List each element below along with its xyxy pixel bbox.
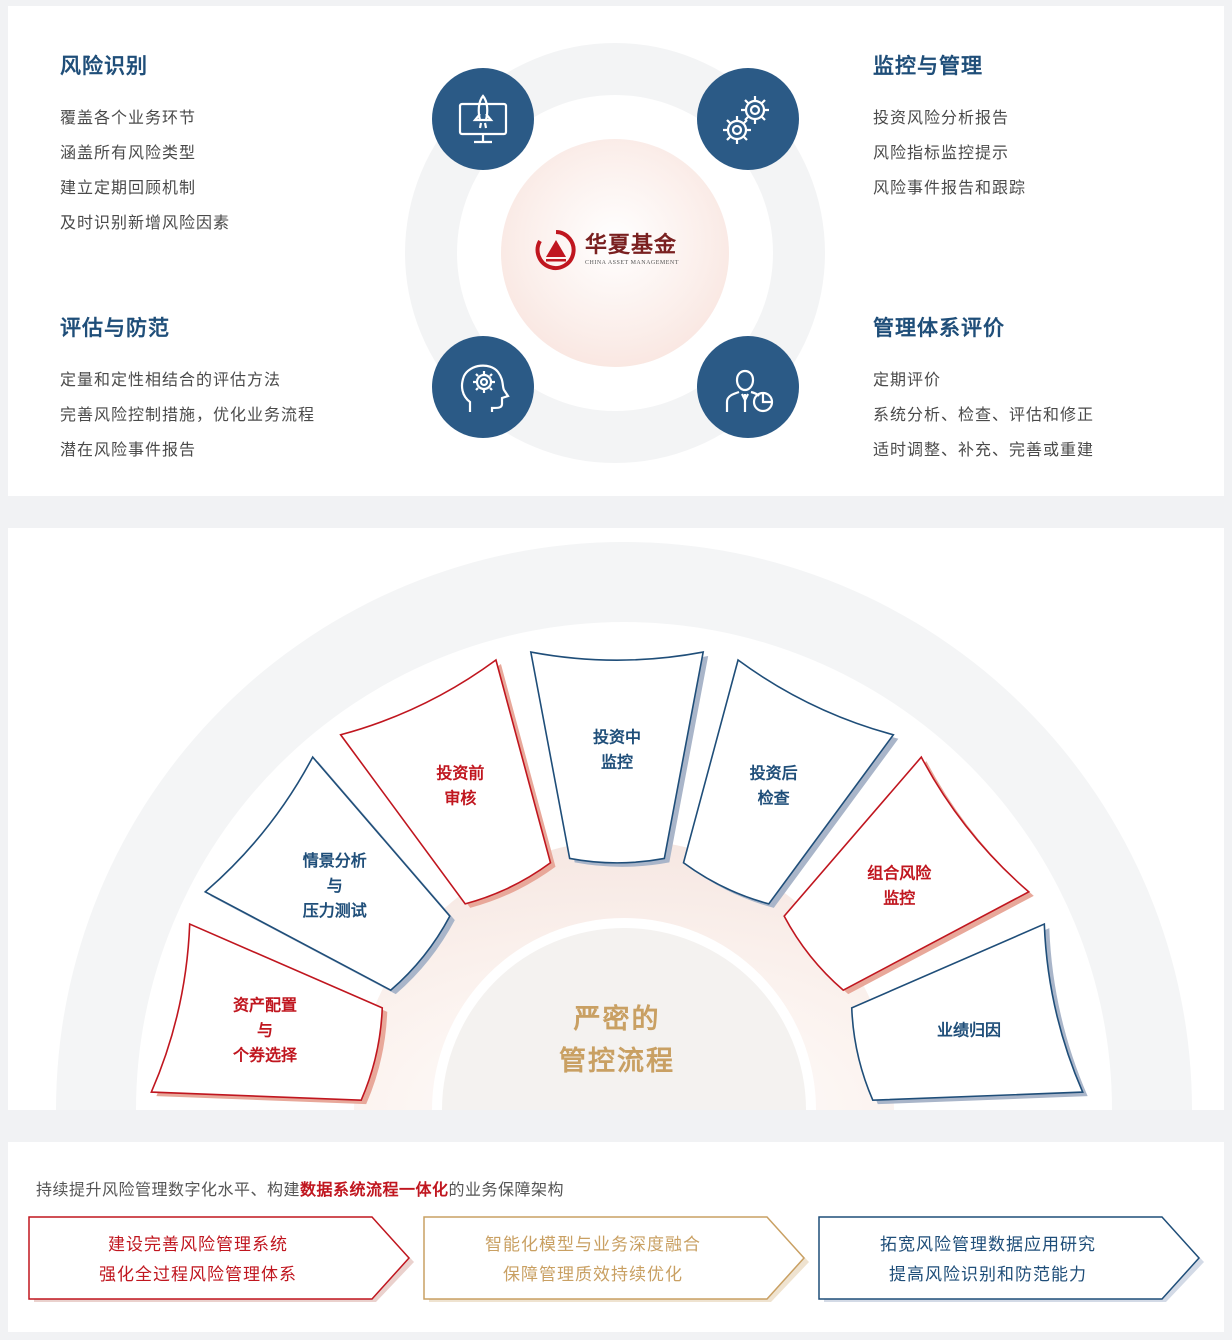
center-inner-fill [442,928,806,1110]
process-segment-label: 监控 [883,888,915,907]
assessment-prevention-block: 评估与防范 定量和定性相结合的评估方法 完善风险控制措施，优化业务流程 潜在风险… [60,312,315,467]
process-segment-label: 投资前 [436,763,484,782]
process-segment-label: 投资中 [593,728,641,747]
arrow-card-system: 建设完善风险管理系统 强化全过程风险管理体系 [28,1216,428,1306]
process-segment-label: 审核 [444,788,476,807]
process-segment [850,922,1084,1101]
process-segment [682,658,895,905]
risk-cycle-panel: 风险识别 覆盖各个业务环节 涵盖所有风险类型 建立定期回顾机制 及时识别新增风险… [8,6,1224,496]
list-item: 完善风险控制措施，优化业务流程 [60,405,316,424]
list-item: 适时调整、补充、完善或重建 [873,440,1095,459]
list-item: 涵盖所有风险类型 [60,143,197,162]
framework-title-suffix: 的业务保障架构 [448,1180,565,1199]
process-segment-label: 压力测试 [303,901,367,920]
list-item: 系统分析、检查、评估和修正 [873,405,1095,424]
process-segment-label: 资产配置 [233,996,297,1015]
framework-title-prefix: 持续提升风险管理数字化水平、构建 [36,1180,301,1199]
arrow-card-data: 拓宽风险管理数据应用研究 提高风险识别和防范能力 [818,1216,1218,1306]
arrow-line2: 提高风险识别和防范能力 [889,1265,1087,1285]
process-segment [339,658,552,905]
process-segment-label: 检查 [758,788,790,807]
risk-identification-block: 风险识别 覆盖各个业务环节 涵盖所有风险类型 建立定期回顾机制 及时识别新增风险… [60,50,230,240]
gears-icon [697,68,799,170]
arrow-line1: 智能化模型与业务深度融合 [485,1235,701,1255]
list-item: 覆盖各个业务环节 [60,108,197,127]
process-segment-label: 业绩归因 [937,1021,1001,1040]
process-segment [203,755,451,992]
arrow-line1: 拓宽风险管理数据应用研究 [880,1235,1096,1255]
process-segment-label: 与 [257,1021,273,1040]
process-segment [783,755,1031,992]
framework-title-highlight: 数据系统流程一体化 [300,1180,449,1199]
list-item: 建立定期回顾机制 [60,178,197,197]
risk-identification-title: 风险识别 [60,54,148,78]
process-segment-label: 与 [327,876,343,895]
assessment-prevention-title: 评估与防范 [60,316,170,340]
process-segment-label: 监控 [601,753,633,772]
process-segment [529,651,705,864]
system-evaluation-title: 管理体系评价 [873,316,1005,340]
list-item: 风险事件报告和跟踪 [873,178,1027,197]
center-title-line1: 严密的 [574,1003,661,1035]
company-logo: 华夏基金 CHINA ASSET MANAGEMENT [535,226,705,274]
list-item: 及时识别新增风险因素 [60,213,231,232]
list-item: 定期评价 [873,370,942,389]
logo-english: CHINA ASSET MANAGEMENT [585,259,679,266]
process-segment [150,922,384,1101]
framework-title: 持续提升风险管理数字化水平、构建数据系统流程一体化的业务保障架构 [36,1176,564,1200]
digital-framework-panel: 持续提升风险管理数字化水平、构建数据系统流程一体化的业务保障架构 建设完善风险管… [8,1142,1224,1332]
list-item: 定量和定性相结合的评估方法 [60,370,282,389]
list-item: 潜在风险事件报告 [60,440,197,459]
system-evaluation-block: 管理体系评价 定期评价 系统分析、检查、评估和修正 适时调整、补充、完善或重建 [873,312,1094,467]
arrow-card-model: 智能化模型与业务深度融合 保障管理质效持续优化 [423,1216,823,1306]
rocket-monitor-icon [432,68,534,170]
process-segment-label: 投资后 [750,763,798,782]
list-item: 风险指标监控提示 [873,143,1010,162]
head-gear-icon [432,336,534,438]
logo-name: 华夏基金 [585,232,678,258]
control-process-panel: 资产配置与个券选择情景分析与压力测试投资前审核投资中监控投资后检查组合风险监控业… [8,528,1224,1110]
outer-halo [56,542,1192,1110]
person-chart-icon [697,336,799,438]
monitoring-management-block: 监控与管理 投资风险分析报告 风险指标监控提示 风险事件报告和跟踪 [873,50,1026,205]
center-title-line2: 管控流程 [559,1046,675,1077]
monitoring-management-title: 监控与管理 [873,54,983,78]
arrow-line1: 建设完善风险管理系统 [108,1235,288,1255]
process-segment-label: 个券选择 [232,1046,298,1065]
logo-mark-icon [535,230,576,270]
arrow-line2: 强化全过程风险管理体系 [99,1265,297,1285]
process-segment-label: 情景分析 [303,851,367,870]
process-fan-diagram: 资产配置与个券选择情景分析与压力测试投资前审核投资中监控投资后检查组合风险监控业… [56,542,1192,1110]
process-segment-label: 组合风险 [867,863,932,882]
list-item: 投资风险分析报告 [873,108,1010,127]
arrow-line2: 保障管理质效持续优化 [503,1265,683,1285]
